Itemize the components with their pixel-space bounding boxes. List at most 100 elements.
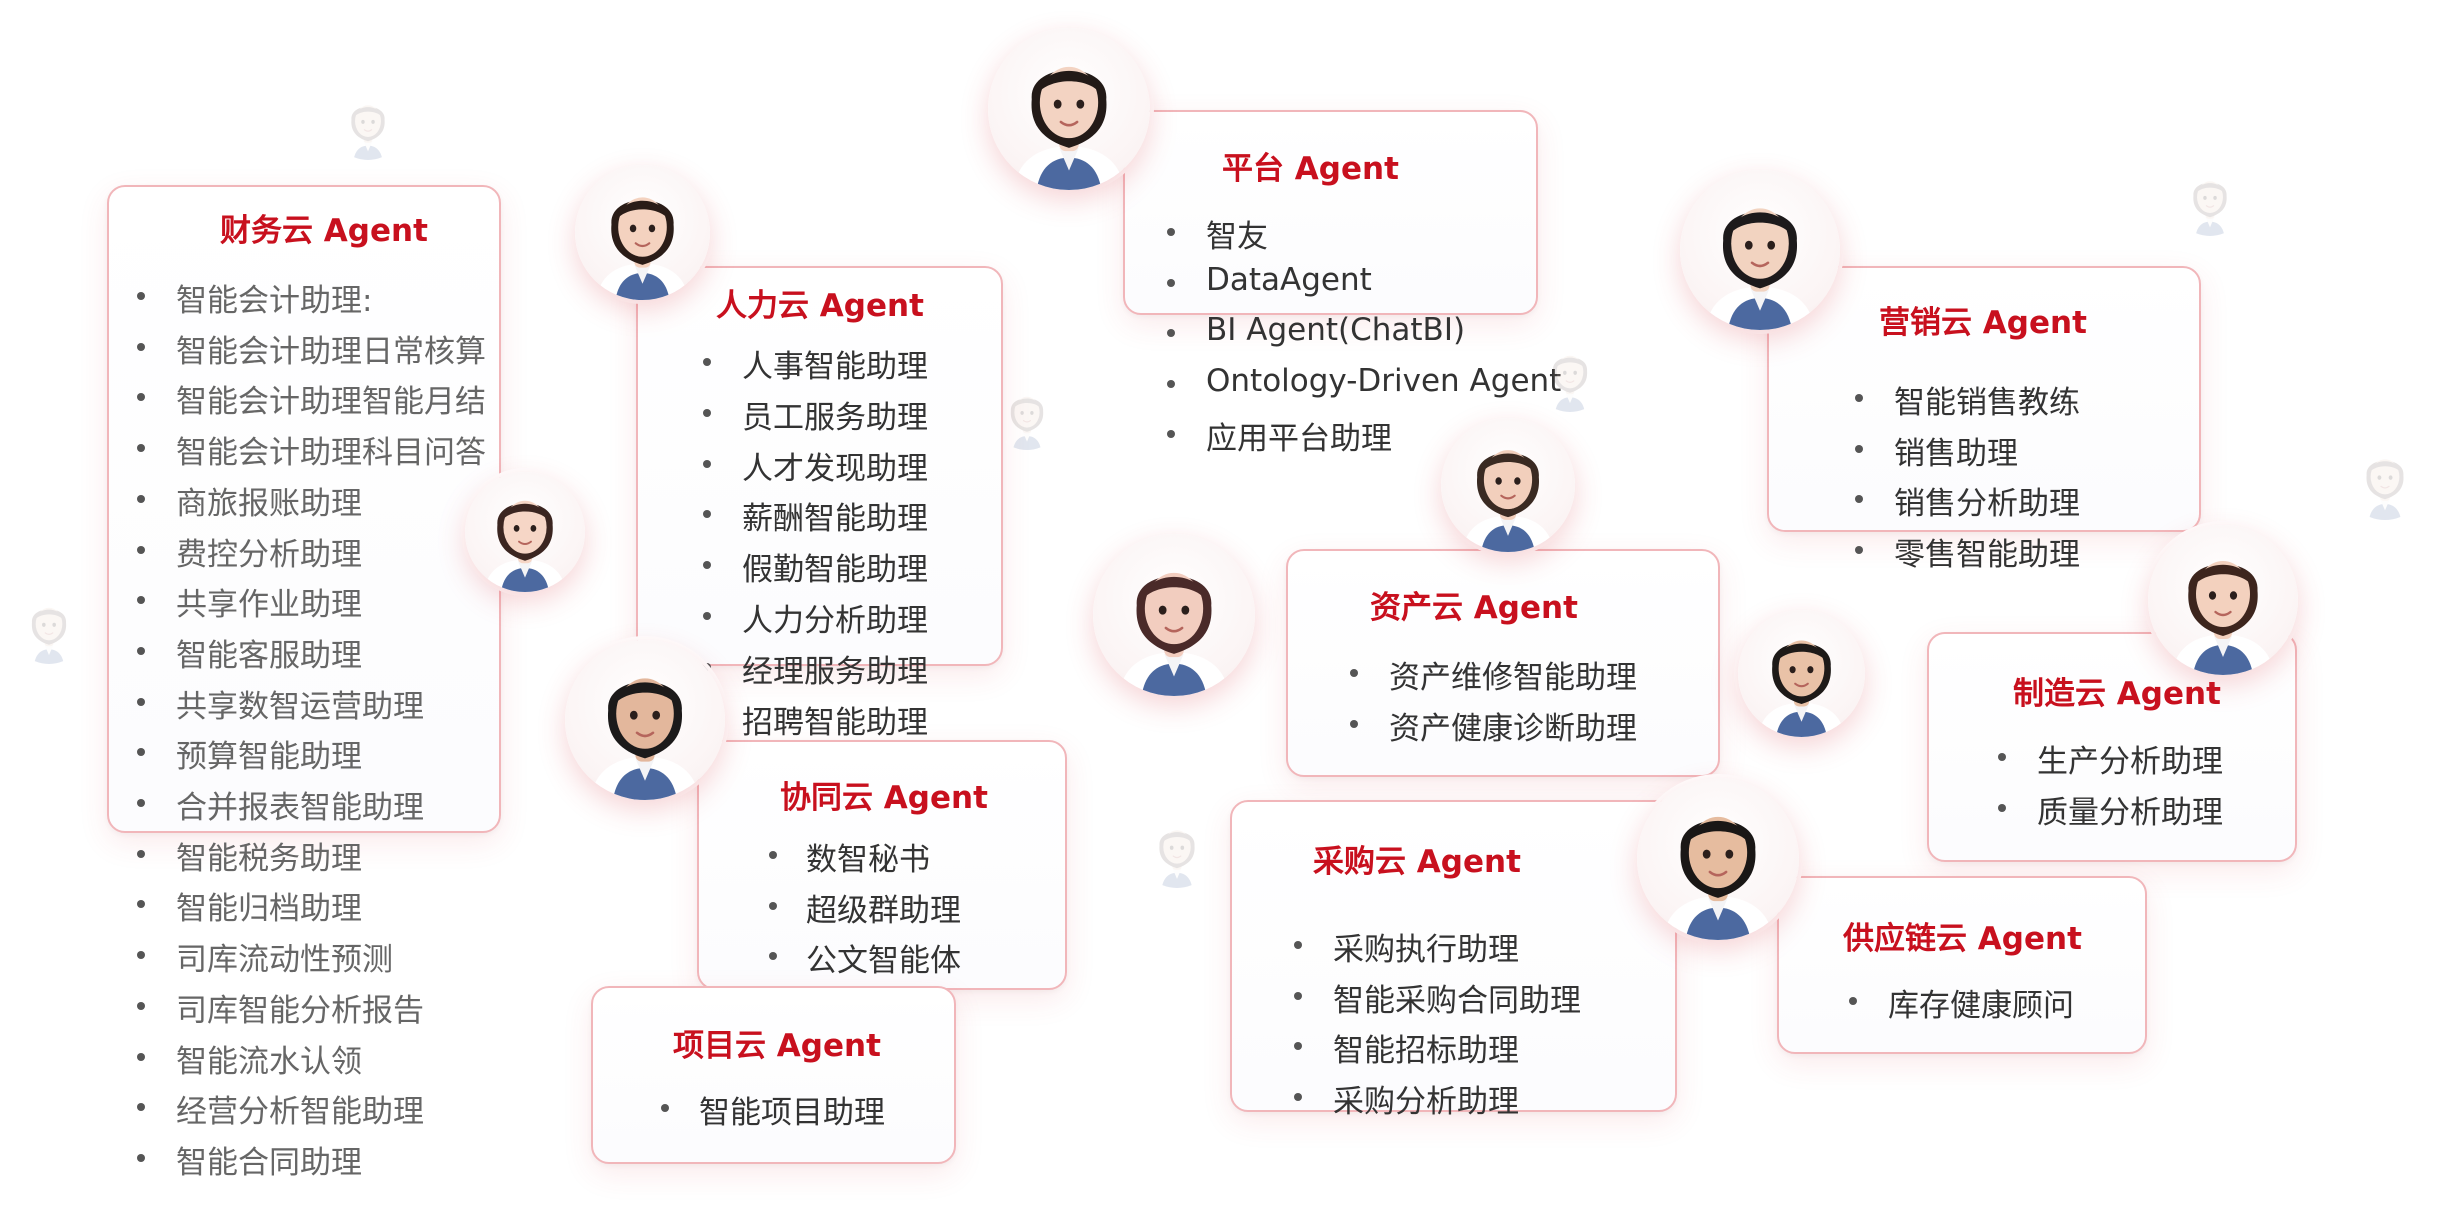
bullet-icon: [1855, 495, 1863, 504]
bullet-icon: [703, 510, 711, 519]
platform-agent-title: 平台 Agent: [1222, 151, 1399, 187]
collab-agent-item: 公文智能体: [806, 943, 961, 980]
collab-agent-title: 协同云 Agent: [780, 780, 988, 816]
bullet-icon: [703, 459, 711, 468]
finance-agent-item: 合并报表智能助理: [176, 790, 424, 826]
bullet-icon: [137, 292, 145, 300]
asset-agent-card: [1286, 549, 1720, 777]
bullet-icon: [137, 900, 145, 909]
finance-agent-item: 智能会计助理智能月结: [176, 384, 486, 421]
finance-agent-item: 共享作业助理: [176, 587, 362, 624]
platform-agent-item: 智友: [1206, 219, 1268, 255]
finance-agent-item: 智能流水认领: [176, 1043, 362, 1080]
procurement-agent-card: [1230, 800, 1677, 1112]
bullet-icon: [1998, 753, 2006, 761]
finance-agent-item: 预算智能助理: [176, 739, 362, 776]
hr-agent-item: 假勤智能助理: [742, 552, 928, 589]
hr-agent-item: 人才发现助理: [742, 450, 928, 487]
bullet-icon: [137, 951, 145, 960]
manufacturing-agent-item: 质量分析助理: [2037, 795, 2223, 831]
bullet-icon: [137, 849, 145, 858]
bullet-icon: [769, 851, 777, 859]
marketing-agent-item: 销售分析助理: [1894, 486, 2080, 523]
bullet-icon: [137, 393, 145, 402]
marketing-agent-item: 零售智能助理: [1894, 536, 2080, 573]
person-avatar-icon: [1637, 778, 1799, 940]
person-avatar-icon: [1738, 610, 1865, 737]
bullet-icon: [769, 952, 777, 961]
person-avatar-icon: [2174, 164, 2246, 236]
bullet-icon: [1167, 228, 1175, 236]
bullet-icon: [661, 1104, 669, 1112]
project-agent-card: [591, 986, 956, 1164]
collab-agent-item: 数智秘书: [806, 842, 930, 878]
hr-agent-item: 人事智能助理: [742, 349, 928, 385]
person-avatar-icon: [992, 380, 1062, 450]
finance-agent-item: 司库流动性预测: [176, 942, 393, 979]
platform-agent-item: Ontology-Driven Agent: [1206, 362, 1562, 399]
bullet-icon: [137, 697, 145, 706]
bullet-icon: [137, 545, 145, 554]
finance-agent-item: 智能客服助理: [176, 637, 362, 674]
bullet-icon: [1294, 1042, 1302, 1051]
supply-agent-title: 供应链云 Agent: [1843, 921, 2082, 957]
project-agent-title: 项目云 Agent: [673, 1028, 881, 1064]
finance-agent-title: 财务云 Agent: [220, 213, 428, 249]
bullet-icon: [1849, 997, 1857, 1005]
bullet-icon: [137, 1153, 145, 1162]
person-avatar-icon: [565, 640, 725, 800]
finance-agent-item: 智能合同助理: [176, 1144, 362, 1181]
bullet-icon: [1167, 278, 1175, 287]
bullet-icon: [703, 358, 711, 366]
finance-agent-item: 商旅报账助理: [176, 485, 362, 522]
project-agent-item: 智能项目助理: [699, 1095, 885, 1131]
finance-agent-item: 费控分析助理: [176, 536, 362, 573]
asset-agent-title: 资产云 Agent: [1370, 590, 1578, 626]
bullet-icon: [137, 1001, 145, 1010]
person-avatar-icon: [1139, 812, 1215, 888]
finance-agent-item: 司库智能分析报告: [176, 992, 424, 1029]
bullet-icon: [703, 612, 711, 620]
procurement-agent-item: 智能采购合同助理: [1333, 982, 1581, 1019]
bullet-icon: [137, 748, 145, 757]
bullet-icon: [1998, 804, 2006, 812]
hr-agent-item: 经理服务助理: [742, 653, 928, 690]
person-avatar-icon: [1533, 338, 1607, 412]
person-avatar-icon: [575, 165, 710, 300]
bullet-icon: [137, 1103, 145, 1112]
procurement-agent-item: 智能招标助理: [1333, 1033, 1519, 1070]
bullet-icon: [1294, 941, 1302, 949]
bullet-icon: [137, 596, 145, 605]
bullet-icon: [137, 444, 145, 453]
platform-agent-item: 应用平台助理: [1206, 421, 1392, 458]
person-avatar-icon: [332, 88, 404, 160]
person-avatar-icon: [1093, 534, 1255, 696]
person-avatar-icon: [2345, 440, 2425, 520]
marketing-agent-item: 销售助理: [1894, 435, 2018, 472]
bullet-icon: [137, 342, 145, 351]
finance-agent-item: 经营分析智能助理: [176, 1094, 424, 1131]
person-avatar-icon: [988, 28, 1150, 190]
procurement-agent-item: 采购分析助理: [1333, 1084, 1519, 1121]
supply-agent-item: 库存健康顾问: [1888, 988, 2074, 1024]
marketing-agent-title: 营销云 Agent: [1879, 305, 2087, 341]
bullet-icon: [137, 646, 145, 655]
bullet-icon: [703, 408, 711, 417]
procurement-agent-title: 采购云 Agent: [1313, 844, 1521, 880]
platform-agent-item: BI Agent(ChatBI): [1206, 312, 1466, 349]
bullet-icon: [1855, 444, 1863, 453]
finance-agent-item: 智能会计助理:: [176, 283, 373, 319]
finance-agent-item: 共享数智运营助理: [176, 688, 424, 725]
finance-agent-item: 智能会计助理科目问答: [176, 435, 486, 472]
bullet-icon: [769, 901, 777, 910]
finance-agent-item: 智能会计助理日常核算: [176, 333, 486, 370]
person-avatar-icon: [465, 472, 585, 592]
hr-agent-item: 薪酬智能助理: [742, 501, 928, 538]
person-avatar-icon: [2148, 525, 2298, 675]
bullet-icon: [1167, 379, 1175, 388]
bullet-icon: [137, 494, 145, 503]
supply-agent-card: [1777, 876, 2147, 1054]
bullet-icon: [703, 561, 711, 570]
finance-agent-card: [107, 185, 501, 833]
bullet-icon: [1855, 545, 1863, 554]
